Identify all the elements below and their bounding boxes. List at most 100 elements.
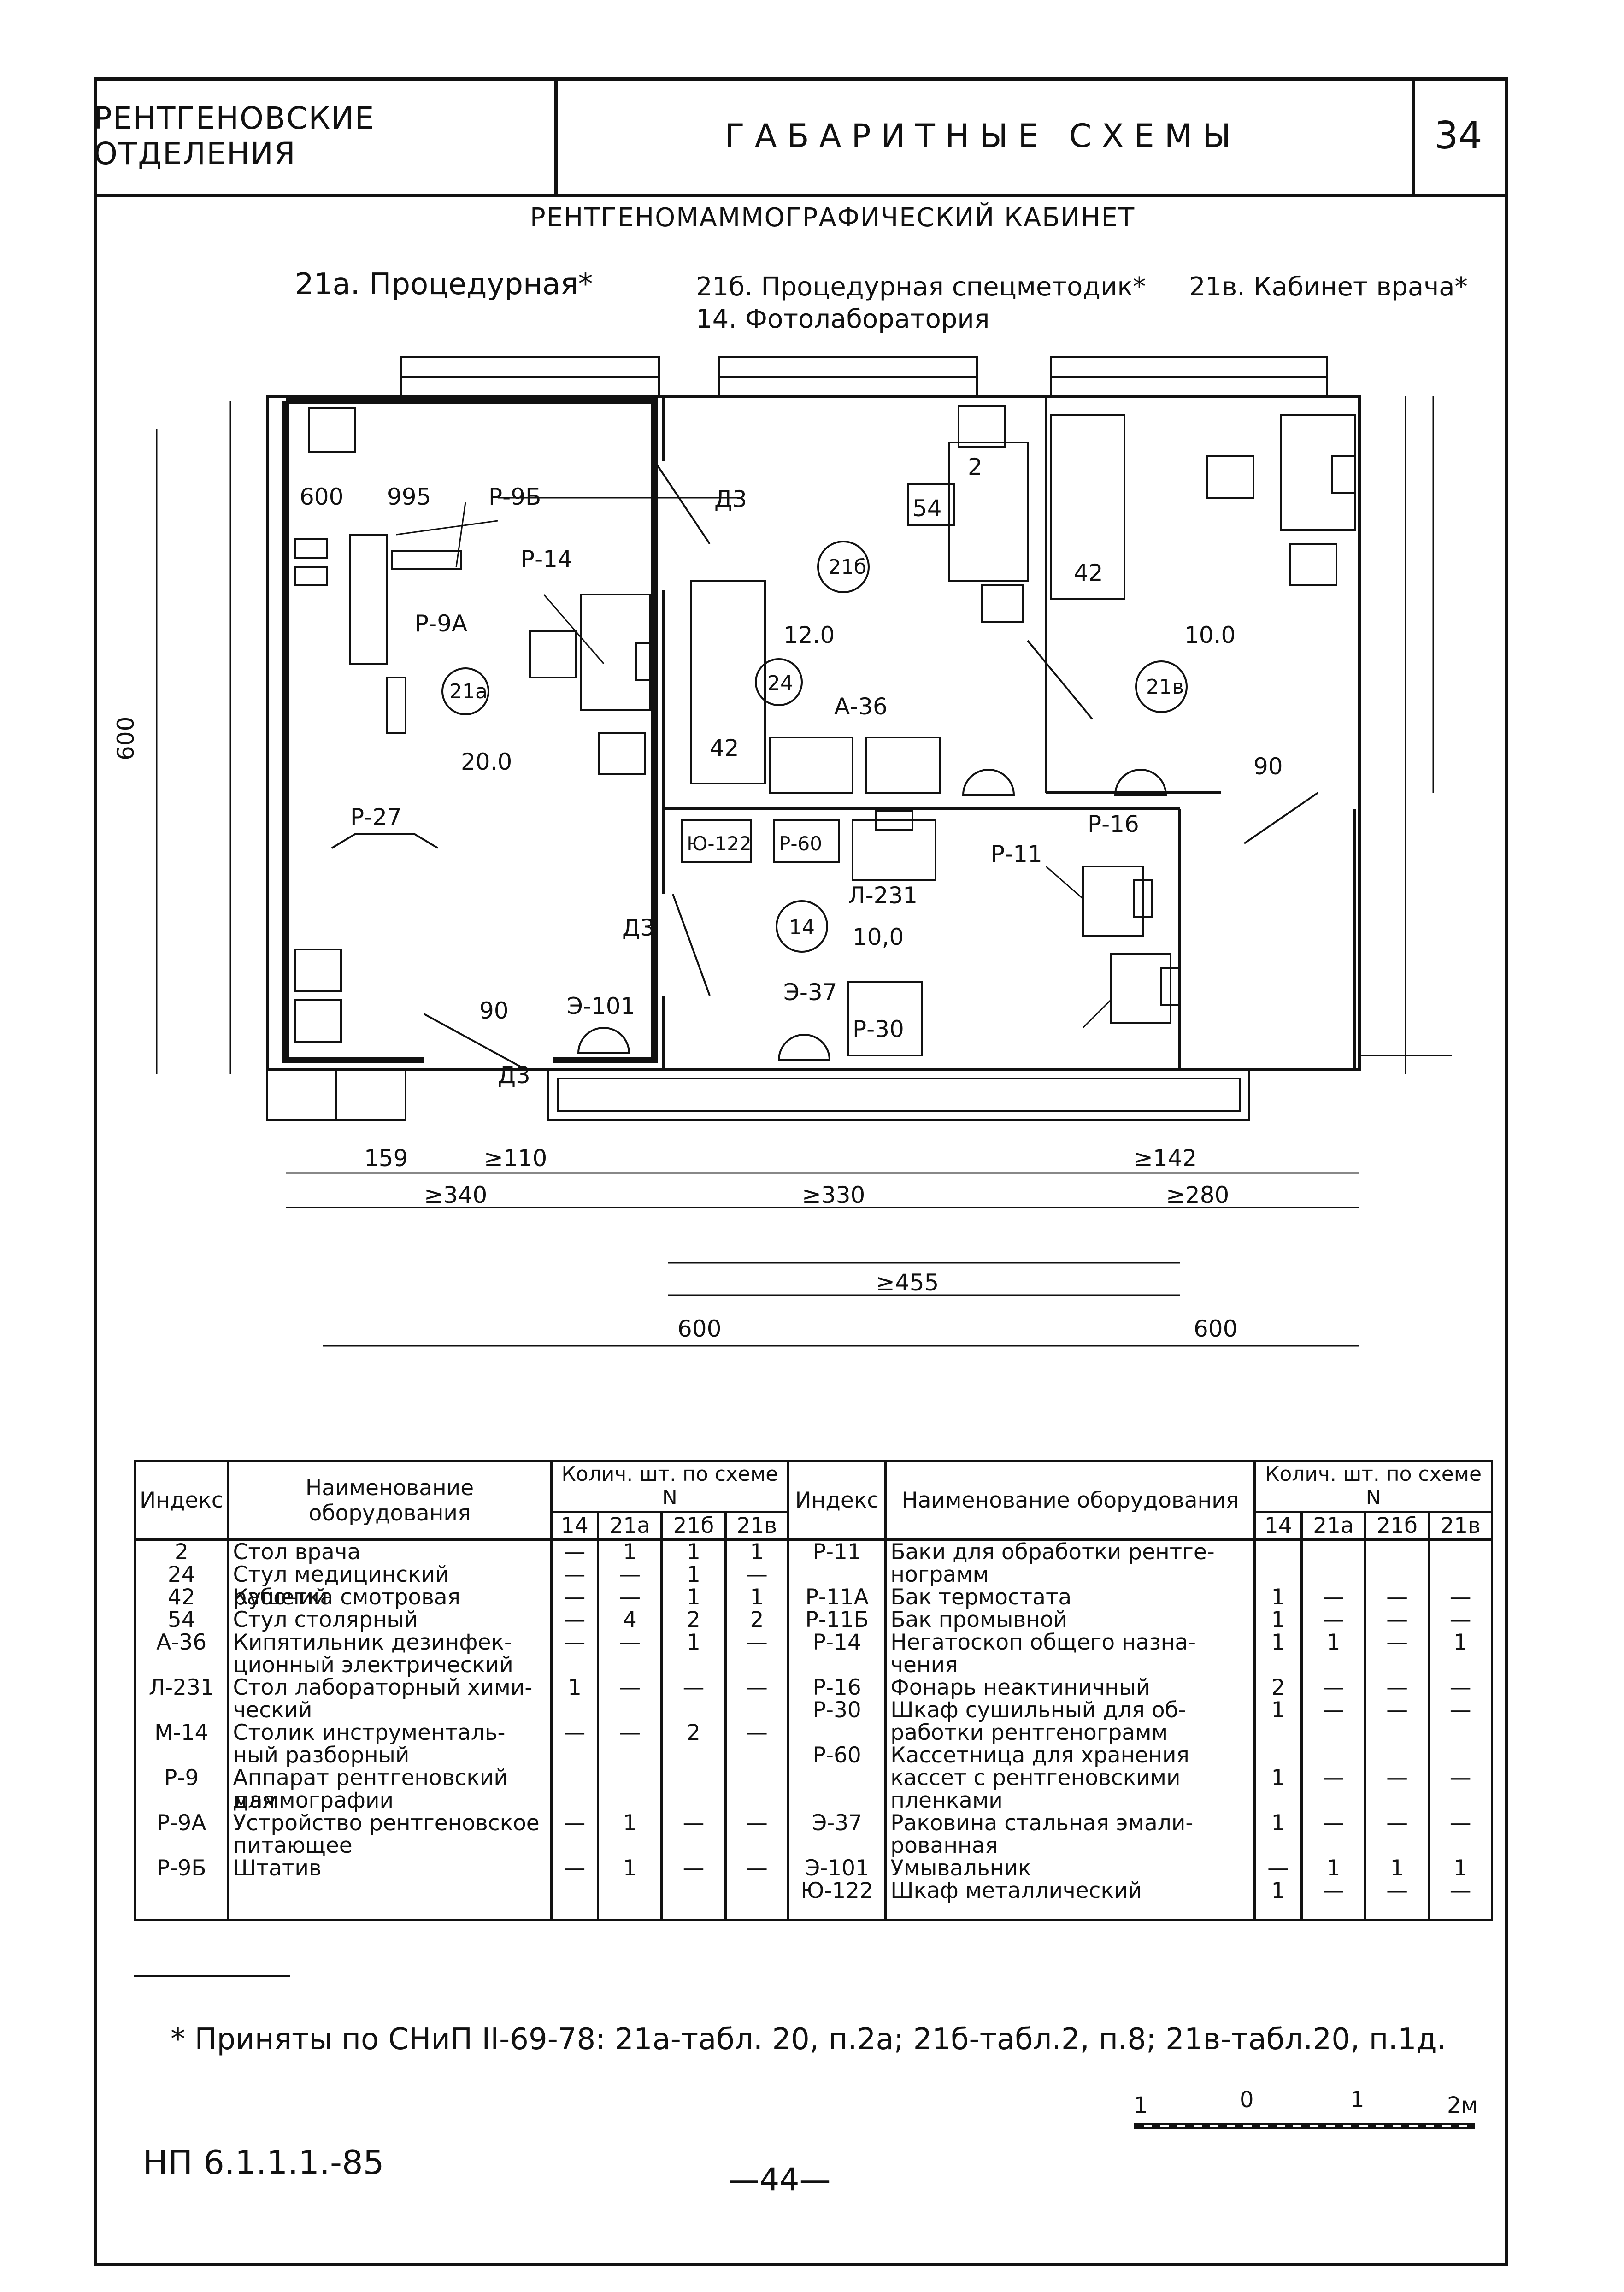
table-index-entry: Э-101 [805,1856,869,1881]
table-qty-entry [556,1654,594,1676]
table-index-entry [793,1834,881,1857]
equipment-21b-21v [441,405,1356,796]
document-code: НП 6.1.1.1.-85 [143,2143,384,2182]
table-qty-entry: — [1323,1585,1344,1610]
windows-bottom [266,1068,1250,1121]
table-qty-entry: — [1267,1856,1289,1881]
right-qty-21v: ——1————1— [1428,1538,1493,1921]
dim-bottom-110: ≥110 [484,1145,547,1172]
table-qty-entry [666,1654,720,1676]
table-qty-entry [1434,1744,1487,1767]
table-qty-entry: 1 [686,1585,700,1610]
door-width-21v: 90 [1253,753,1283,780]
table-qty-entry [603,1789,657,1812]
table-qty-entry [556,1789,594,1812]
table-qty-entry [666,1767,720,1789]
right-qty-21b: ———————1— [1364,1538,1430,1921]
table-qty-entry [730,1767,784,1789]
table-qty-entry: 1 [623,1539,637,1565]
table-name-entry: Кушетка смотровая [233,1585,460,1610]
table-qty-entry [1434,1721,1487,1744]
table-qty-entry: 2 [686,1607,700,1632]
dim-bottom-600-a: 600 [677,1315,721,1342]
label-d3-c: Д3 [498,1062,530,1089]
table-qty-entry [1306,1744,1360,1767]
table-index-entry [793,1767,881,1789]
table-name-entry: Столик инструменталь- [233,1720,506,1745]
col-21a: 21а [597,1511,663,1541]
room-area-21b: 12.0 [783,622,835,648]
table-index-entry: Л-231 [148,1675,214,1700]
table-index-entry: Р-16 [812,1675,861,1700]
table-name-entry: Стол врача [233,1539,361,1565]
table-qty-entry [1370,1744,1424,1767]
table-name-entry: маммографии [233,1788,394,1813]
table-index-entry: А-36 [156,1630,207,1655]
label-p9b: Р-9Б [488,483,541,510]
col-index: Индекс [134,1460,229,1541]
col-21a-2: 21а [1300,1511,1367,1541]
door-width-21a: 90 [479,997,509,1024]
table-qty-entry: — [1323,1878,1344,1903]
table-qty-entry: — [1386,1630,1408,1655]
outer-wall [266,395,1361,1071]
table-index-entry: 2 [174,1539,188,1565]
dim-left-600: 600 [112,717,139,760]
room-num-14: 14 [789,916,815,939]
table-qty-entry [1259,1563,1297,1586]
label-2: 2 [968,454,983,480]
table-qty-entry [1306,1721,1360,1744]
table-qty-entry: — [1449,1585,1471,1610]
col-index-2: Индекс [787,1460,887,1541]
table-qty-entry [556,1767,594,1789]
room-num-24: 24 [767,672,793,695]
room-area-14: 10,0 [853,924,904,950]
table-qty-entry: 1 [623,1856,637,1881]
section-title: РЕНТГЕНОВСКИЕ ОТДЕЛЕНИЯ [94,77,558,194]
table-qty-entry: 1 [1271,1607,1285,1632]
scale-bar: 1 0 1 2м [1134,2087,1478,2129]
label-54: 54 [912,495,942,522]
col-14-2: 14 [1253,1511,1303,1541]
table-qty-entry [1306,1834,1360,1857]
table-index-entry [140,1789,224,1812]
table-qty-entry [1370,1654,1424,1676]
table-qty-entry [556,1834,594,1857]
room-num-21a: 21а [449,680,488,703]
table-index-entry: М-14 [154,1720,209,1745]
table-name-entry: Бак термостата [890,1585,1072,1610]
room-num-21v: 21в [1146,675,1184,699]
col-qty: Колич. шт. по схеме N [550,1460,790,1513]
table-qty-entry: — [619,1720,641,1745]
table-qty-entry [1306,1541,1360,1563]
left-qty-14: —————1——— [550,1538,600,1921]
table-index-entry: Ю-122 [800,1878,873,1903]
table-qty-entry: 1 [1326,1630,1341,1655]
table-name-entry: Стул медицинский рабочий [233,1562,449,1610]
label-p27: Р-27 [350,804,402,831]
table-name-entry: нограмм [890,1562,989,1587]
table-qty-entry: 1 [1271,1697,1285,1723]
table-qty-entry: — [1386,1697,1408,1723]
col-21v: 21в [724,1511,790,1541]
table-qty-entry [1370,1541,1424,1563]
table-name-entry: ный разборный [233,1743,410,1768]
table-index-entry: Р-9А [157,1810,206,1836]
label-e101: Э-101 [567,993,635,1019]
door-swings [424,460,1319,1070]
col-21b-2: 21б [1364,1511,1430,1541]
table-name-entry: Умывальник [890,1856,1031,1881]
table-qty-entry: — [1323,1697,1344,1723]
dim-bottom-159: 159 [364,1145,408,1172]
table-qty-entry [1370,1834,1424,1857]
table-qty-entry: — [746,1856,768,1881]
col-21v-2: 21в [1428,1511,1493,1541]
table-qty-entry: — [564,1720,586,1745]
table-qty-entry: 1 [750,1539,764,1565]
table-qty-entry [603,1654,657,1676]
table-qty-entry: — [1386,1585,1408,1610]
table-name-entry: рованная [890,1833,998,1858]
